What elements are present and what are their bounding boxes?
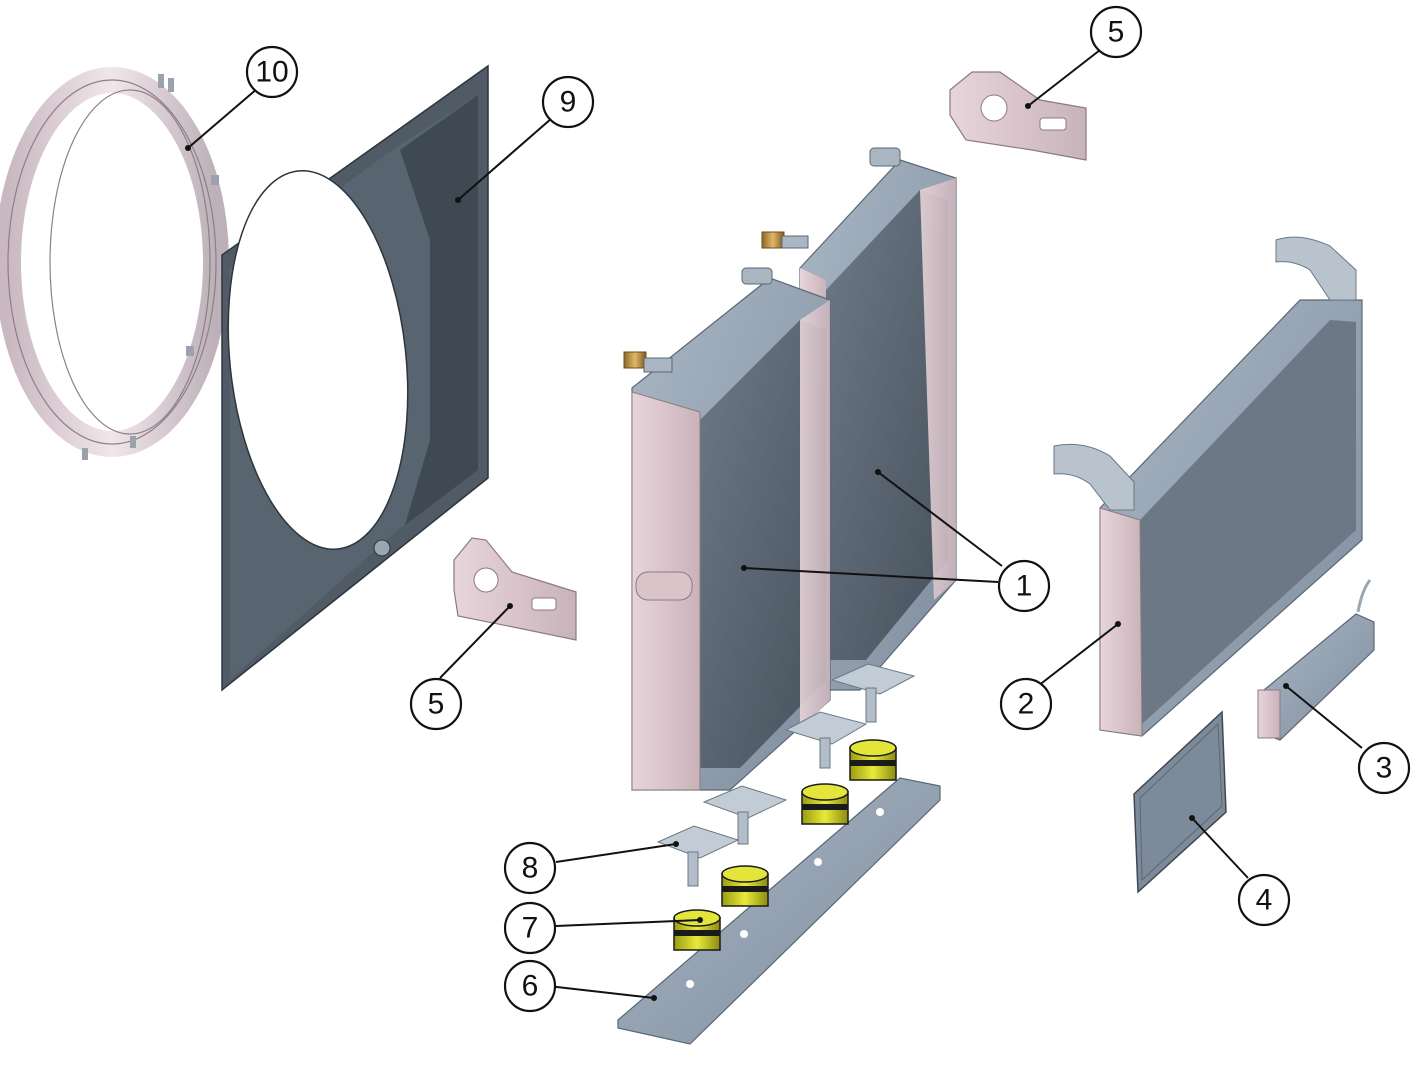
callout-label: 5 xyxy=(428,688,445,721)
shroud-lug-icon xyxy=(373,539,391,557)
part-ring xyxy=(0,67,229,460)
part-oil-cooler xyxy=(1257,579,1375,741)
callout-label: 7 xyxy=(522,912,539,945)
part-condenser-panel xyxy=(1133,710,1227,894)
callout-label: 2 xyxy=(1018,688,1035,721)
brass-fitting-icon xyxy=(623,351,647,369)
part-bracket-upper xyxy=(949,71,1087,161)
callout-7: 7 xyxy=(503,901,557,955)
callout-5-lower: 5 xyxy=(409,677,463,731)
callout-label: 3 xyxy=(1376,752,1393,785)
ring-tab-icon xyxy=(158,74,164,88)
callout-10: 10 xyxy=(245,45,299,99)
part-radiator-core-front xyxy=(623,267,831,791)
callout-9: 9 xyxy=(541,75,595,129)
part-fan-shroud xyxy=(221,64,489,692)
callout-label: 6 xyxy=(522,970,539,1003)
callout-3: 3 xyxy=(1357,741,1411,795)
callout-label: 8 xyxy=(522,852,539,885)
callout-6: 6 xyxy=(503,959,557,1013)
ring-tab-icon xyxy=(186,346,194,356)
part-mount-plate xyxy=(656,825,740,887)
part-rubber-mount xyxy=(849,739,897,781)
part-mount-plate xyxy=(702,785,788,845)
part-base-rail xyxy=(617,777,941,1045)
callout-8: 8 xyxy=(503,841,557,895)
part-charge-air-cooler xyxy=(1053,236,1363,737)
part-rubber-mount xyxy=(721,865,769,907)
callout-2: 2 xyxy=(999,677,1053,731)
ring-tab-icon xyxy=(211,175,219,185)
callout-label: 9 xyxy=(560,86,577,119)
ring-tab-icon xyxy=(82,448,88,460)
brass-fitting-icon xyxy=(761,231,785,249)
callout-label: 5 xyxy=(1108,16,1125,49)
leader-lines xyxy=(185,49,1363,1001)
part-mount-plate xyxy=(830,663,916,723)
part-bracket-lower xyxy=(453,537,577,641)
ring-tab-icon xyxy=(130,436,136,448)
callout-label: 1 xyxy=(1016,570,1033,603)
callout-label: 10 xyxy=(255,56,288,89)
part-rubber-mount xyxy=(673,909,721,951)
part-mount-plate xyxy=(784,711,868,769)
callout-1: 1 xyxy=(997,559,1051,613)
callout-label: 4 xyxy=(1256,884,1273,917)
ring-tab-icon xyxy=(168,78,174,92)
part-rubber-mount xyxy=(801,783,849,825)
callout-5-upper: 5 xyxy=(1089,5,1143,59)
callout-4: 4 xyxy=(1237,873,1291,927)
